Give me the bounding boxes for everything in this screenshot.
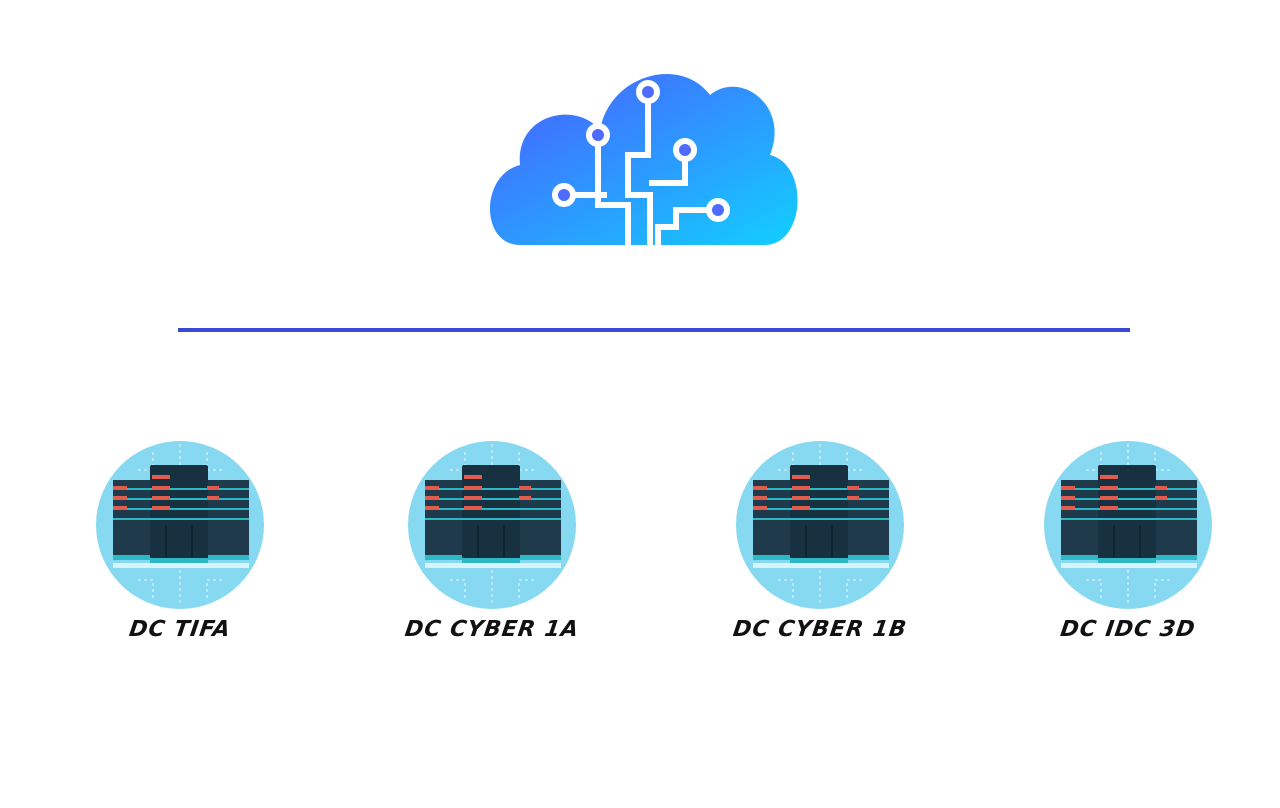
server-rack-icon — [95, 440, 265, 614]
server-rack-icon — [735, 440, 905, 614]
node-label: DC TIFA — [127, 617, 233, 642]
server-rack-icon — [1043, 440, 1213, 614]
node-label: DC CYBER 1B — [731, 617, 909, 642]
server-node — [95, 440, 265, 610]
node-label: DC CYBER 1A — [403, 617, 581, 642]
cloud-circuit-icon — [490, 73, 798, 246]
server-node — [735, 440, 905, 610]
server-node — [407, 440, 577, 610]
server-node — [1043, 440, 1213, 610]
server-rack-icon — [407, 440, 577, 614]
node-label: DC IDC 3D — [1058, 617, 1198, 642]
